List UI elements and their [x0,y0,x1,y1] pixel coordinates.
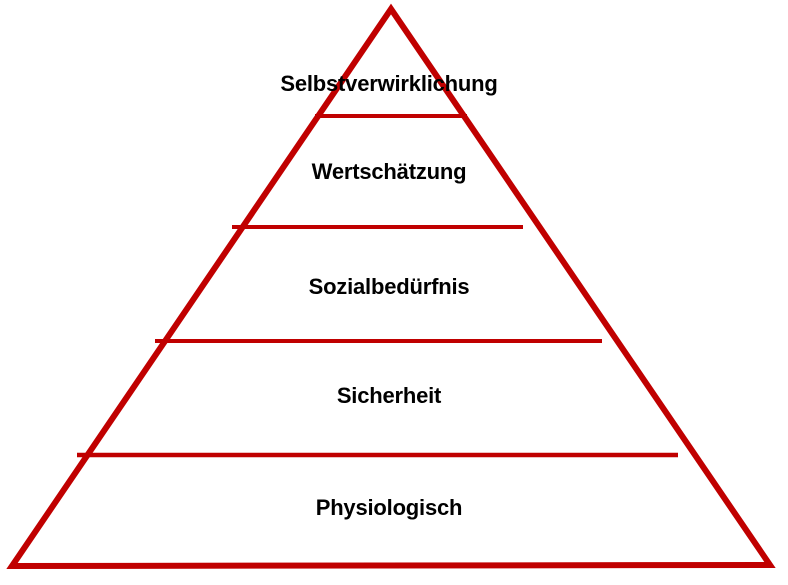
pyramid-level-label-physiologisch: Physiologisch [315,495,463,520]
pyramid-level-label-selbstverwirklichung: Selbstverwirklichung [280,71,498,96]
pyramid-outline [6,3,776,570]
pyramid-level-label-wertschaetzung: Wertschätzung [311,159,467,184]
pyramid-level-label-sicherheit: Sicherheit [336,383,442,408]
pyramid-level-label-sozialbeduerfnis: Sozialbedürfnis [308,274,470,299]
